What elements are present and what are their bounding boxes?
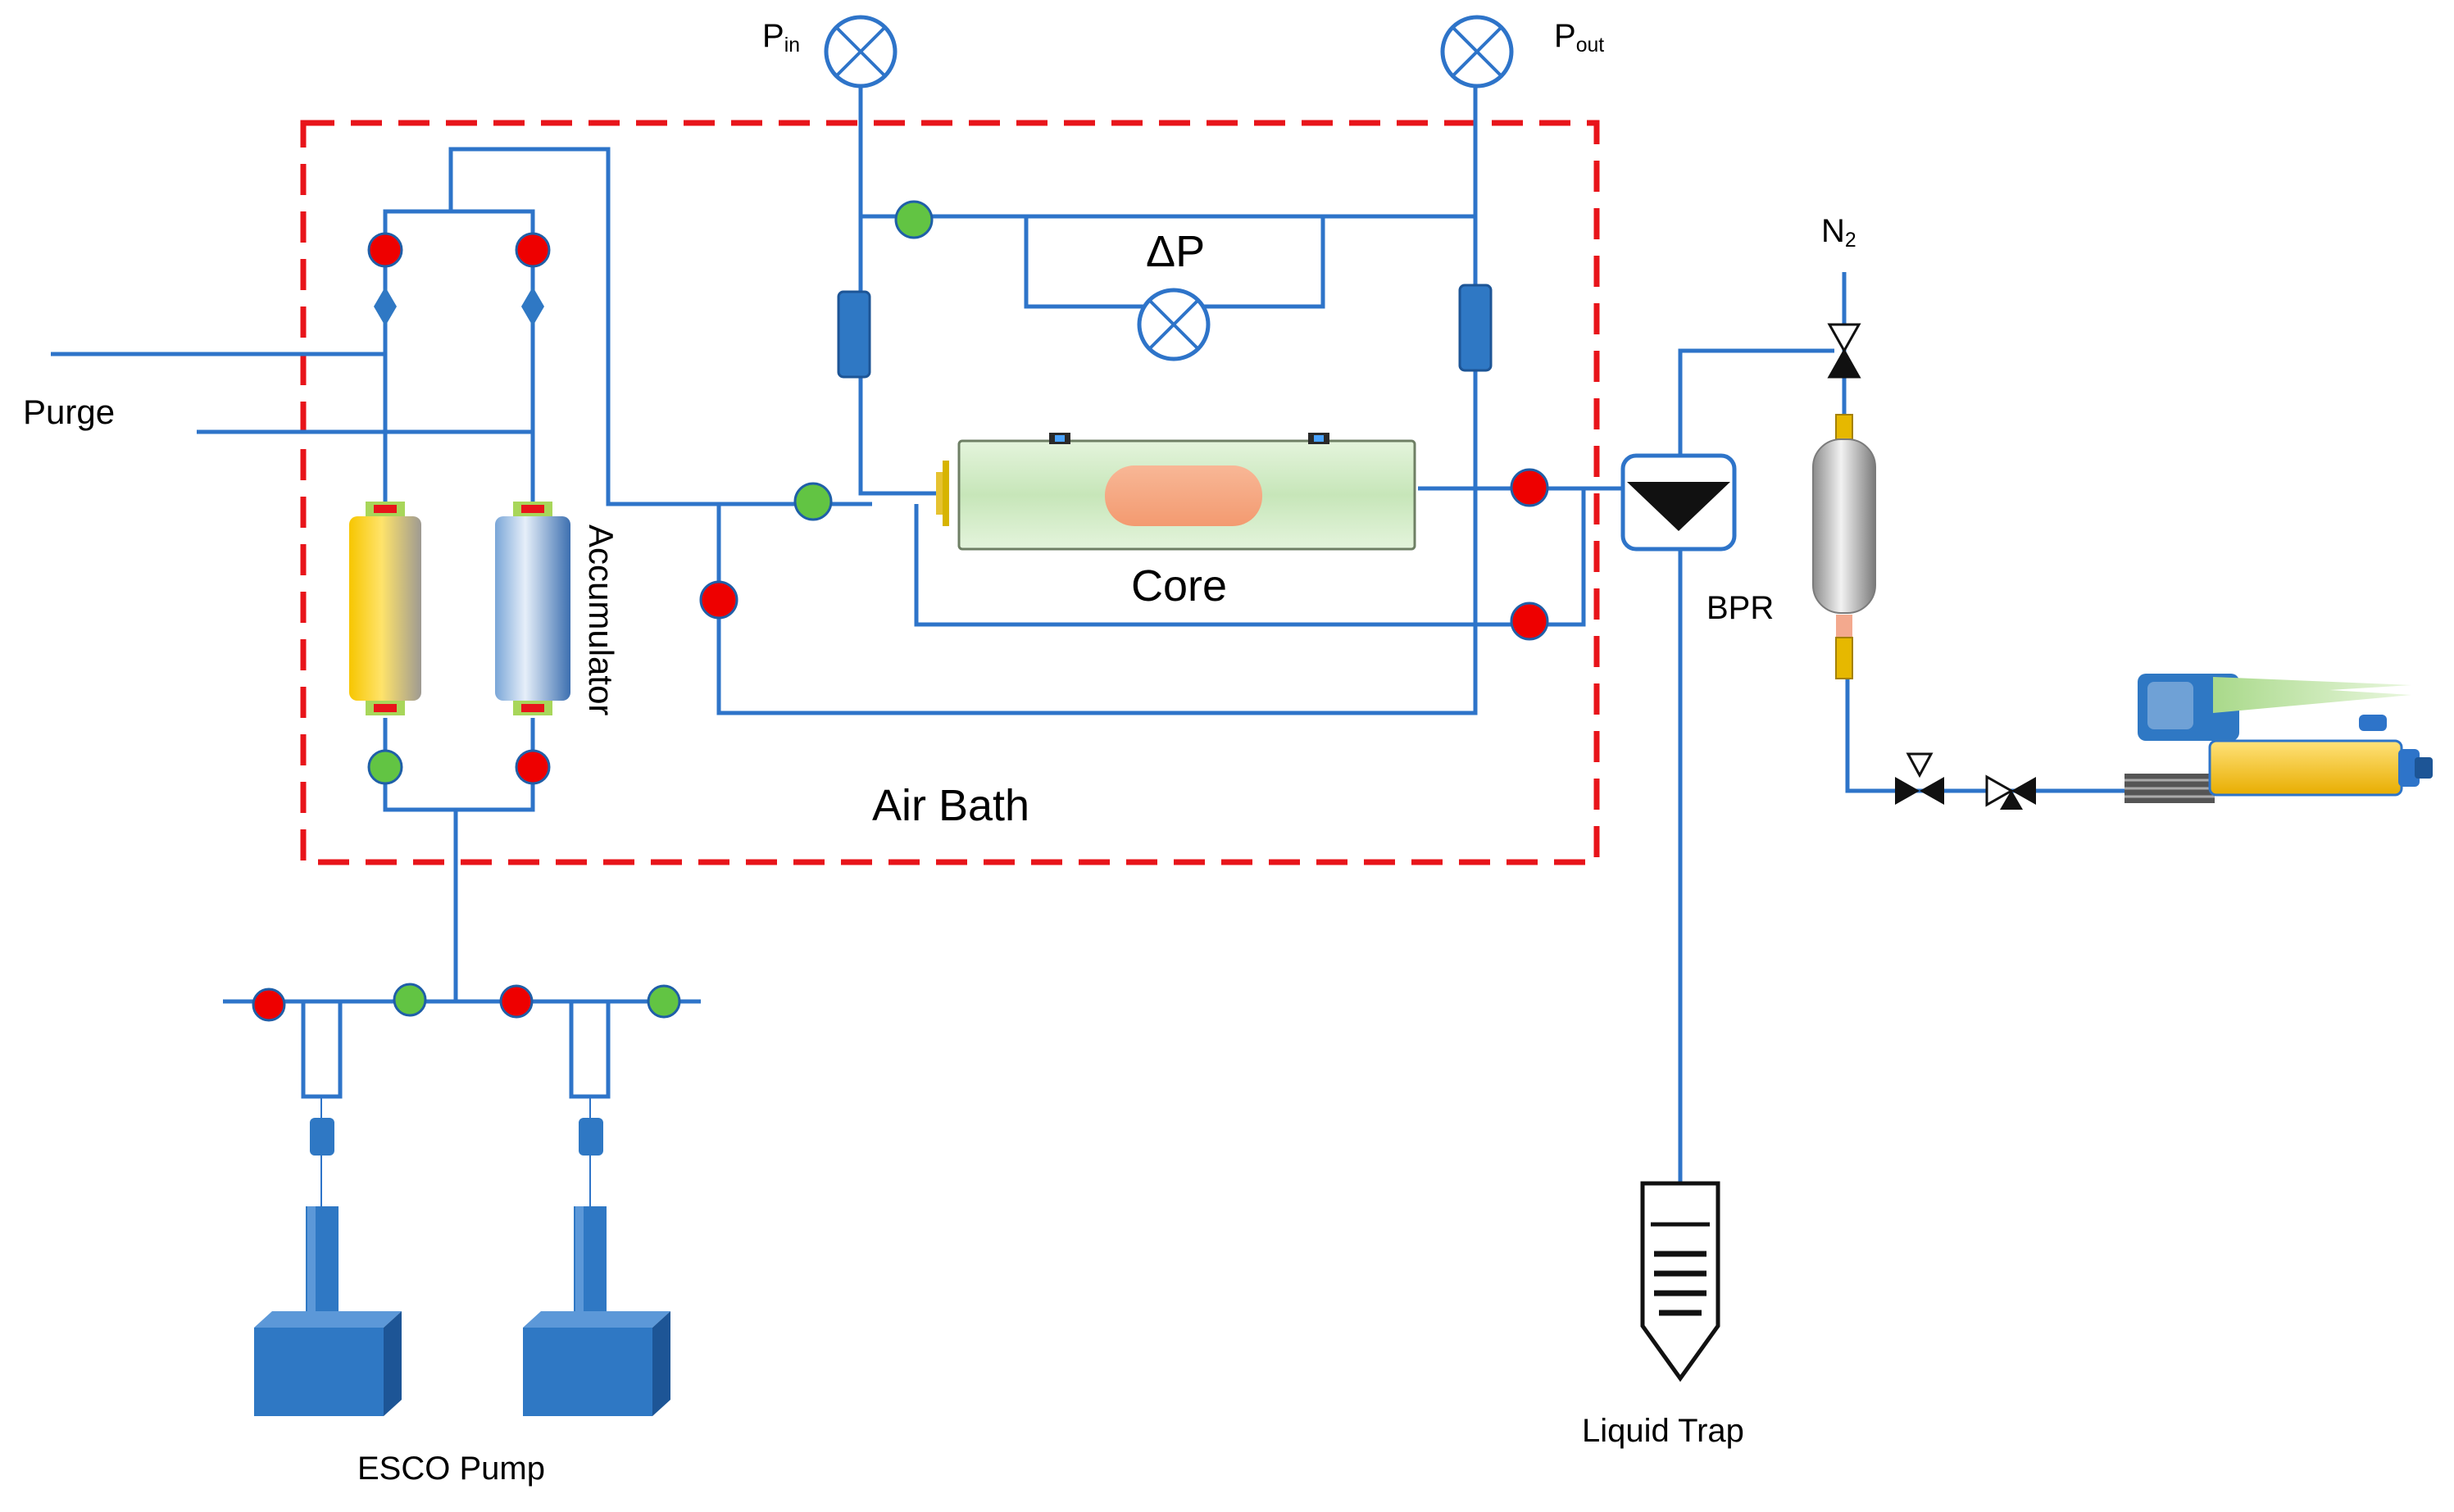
valves [252, 200, 1549, 1022]
hand-pump [2125, 674, 2433, 803]
valve-closed-icon [699, 580, 738, 620]
valve-closed-icon [515, 749, 551, 785]
liquid-trap [1640, 1181, 1720, 1383]
air-bath-boundary [300, 120, 1600, 865]
core-holder [936, 433, 1416, 551]
n2-subscript: 2 [1844, 229, 1856, 252]
valve-closed-icon [499, 984, 534, 1019]
valve-closed-icon [252, 988, 286, 1022]
filter-icon [837, 290, 871, 379]
pipe [1678, 348, 1834, 488]
valve-closed-icon [1510, 468, 1549, 507]
n2-text: N [1821, 213, 1845, 249]
liquid-trap-label: Liquid Trap [1582, 1413, 1744, 1449]
filter-icon [1458, 284, 1493, 372]
delta-p-label: ΔP [1146, 227, 1206, 276]
valve-open-icon [647, 984, 681, 1019]
check-valve-icon [374, 287, 397, 326]
core-sample [1105, 465, 1262, 526]
arrow-icon [2213, 677, 2411, 713]
pipe [858, 69, 936, 496]
valve-closed-icon [367, 232, 403, 268]
needle-valve-icon [1895, 752, 1944, 805]
pipe [1845, 679, 2131, 793]
check-valve-icon [521, 287, 544, 326]
valve-open-icon [367, 749, 403, 785]
p-in-text: P [762, 18, 784, 54]
esco-pump [523, 1097, 670, 1416]
needle-valve-icon [1985, 774, 2036, 810]
n2-label: N2 [1821, 215, 1856, 252]
p-in-subscript: in [784, 34, 800, 57]
p-out-text: P [1554, 18, 1576, 54]
pipe [716, 87, 1478, 715]
pipe [383, 718, 535, 812]
purge-label: Purge [23, 393, 116, 431]
valve-closed-icon [515, 232, 551, 268]
p-out-label: Pout [1554, 20, 1604, 57]
accumulator-yellow [349, 502, 421, 715]
esco-pump-label: ESCO Pump [357, 1451, 545, 1487]
valve-open-icon [393, 983, 427, 1017]
valve-closed-icon [1510, 602, 1549, 641]
p-in-label: Pin [762, 20, 800, 57]
bpr-label: BPR [1706, 590, 1775, 626]
p-out-subscript: out [1575, 34, 1605, 57]
valve-open-icon [793, 482, 833, 521]
gauge-icon [1440, 15, 1514, 89]
pipe [448, 147, 872, 506]
bpr-icon [1620, 453, 1737, 552]
accumulator-blue [495, 502, 570, 715]
accumulator-label: Accumulator [582, 524, 620, 716]
gauge-icon [824, 15, 898, 89]
esco-pump [254, 1097, 402, 1416]
core-label: Core [1131, 561, 1228, 611]
pipe [914, 488, 1586, 627]
pipe [569, 1001, 611, 1099]
valve-open-icon [894, 200, 934, 239]
air-bath-label: Air Bath [872, 781, 1030, 830]
pipe [383, 209, 535, 502]
pipe [301, 1001, 343, 1099]
gas-cylinder [1812, 414, 1876, 679]
gauge-icon [1137, 288, 1211, 361]
needle-valve-icon [1827, 323, 1861, 379]
